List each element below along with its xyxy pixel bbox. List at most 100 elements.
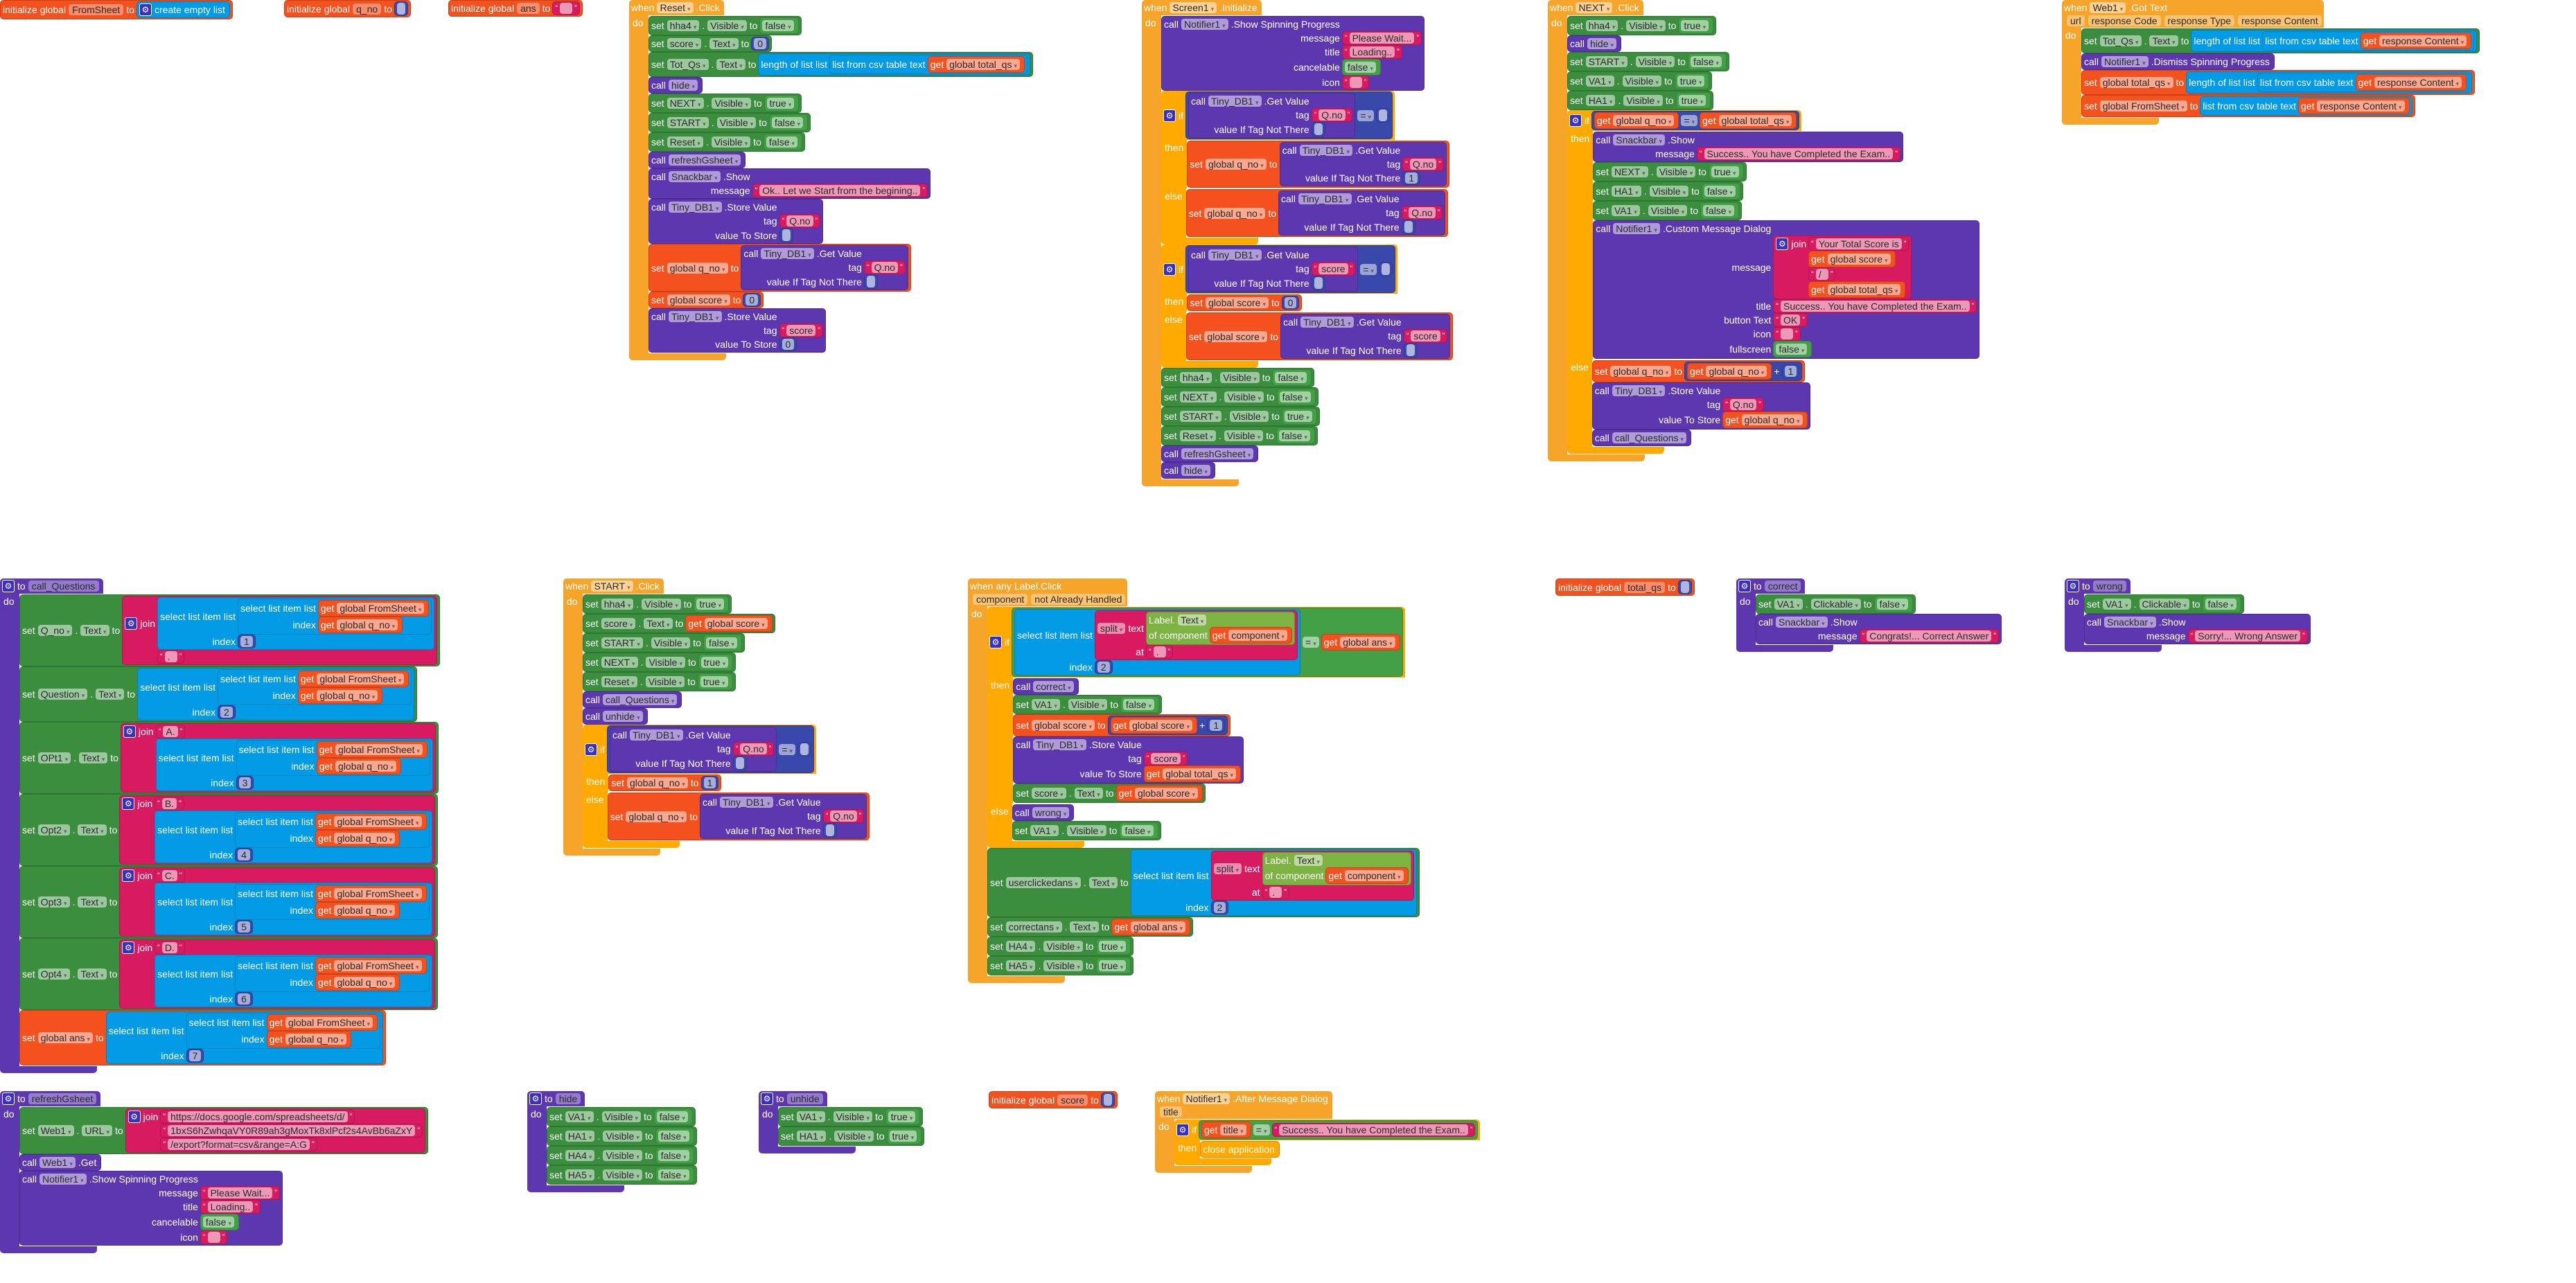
dropdown-field[interactable]: false▾ <box>705 637 738 648</box>
dropdown-field[interactable]: global q_no▾ <box>626 811 687 822</box>
number-block[interactable]: 2 <box>1210 901 1229 914</box>
dropdown-field[interactable]: Visible▾ <box>1648 205 1688 216</box>
dropdown-field[interactable]: false▾ <box>656 1111 688 1122</box>
gear-icon[interactable]: ⚙ <box>761 1092 773 1105</box>
dropdown-field[interactable]: userclickedans▾ <box>1005 877 1081 888</box>
dropdown-field[interactable]: HA1▾ <box>1585 95 1616 106</box>
text-literal-block[interactable]: “score” <box>1143 752 1188 766</box>
dropdown-field[interactable]: Visible▾ <box>651 637 691 648</box>
dropdown-field[interactable]: global FromSheet▾ <box>334 960 422 971</box>
logic-block[interactable]: false▾ <box>1341 59 1381 76</box>
empty-socket[interactable] <box>1311 276 1325 290</box>
dropdown-field[interactable]: global FromSheet▾ <box>334 888 422 899</box>
logic-block[interactable]: true▾ <box>886 1128 922 1144</box>
logic-block[interactable]: false▾ <box>763 134 803 150</box>
text-value[interactable]: Q.no <box>1318 109 1346 121</box>
dropdown-field[interactable]: hha4▾ <box>1585 20 1618 31</box>
name-field[interactable]: wrong <box>2092 581 2126 592</box>
dropdown-field[interactable]: Tot_Qs▾ <box>667 59 709 70</box>
text-value[interactable]: A. <box>163 726 178 737</box>
logic-block[interactable]: true▾ <box>1674 73 1710 89</box>
dropdown-field[interactable]: true▾ <box>889 1131 917 1142</box>
empty-socket[interactable] <box>1677 580 1692 594</box>
dropdown-field[interactable]: global score▾ <box>704 618 768 629</box>
text-literal-block[interactable]: “Your Total Score is ” <box>1808 237 1909 251</box>
text-value[interactable]: / <box>1815 269 1828 280</box>
dropdown-field[interactable]: Screen1▾ <box>1170 2 1217 13</box>
logic-block[interactable]: false▾ <box>1873 596 1913 612</box>
dropdown-field[interactable]: false▾ <box>1703 205 1735 216</box>
gear-icon[interactable]: ⚙ <box>1776 238 1789 250</box>
logic-block[interactable]: false▾ <box>768 114 809 131</box>
dropdown-field[interactable]: global q_no▾ <box>285 1034 346 1045</box>
text-value[interactable]: score <box>1151 753 1181 764</box>
logic-block[interactable]: false▾ <box>1700 202 1740 219</box>
dropdown-field[interactable]: true▾ <box>1681 20 1709 31</box>
dropdown-field[interactable]: Text▾ <box>79 752 108 763</box>
list-block[interactable]: ⚙create empty list <box>136 1 230 18</box>
ctrl-block[interactable]: close application <box>1200 1141 1280 1158</box>
text-literal-block[interactable]: “Q.no” <box>822 809 865 823</box>
text-value[interactable]: Q.no <box>871 262 898 273</box>
text-value[interactable]: Your Total Score is <box>1815 238 1902 249</box>
gear-icon[interactable]: ⚙ <box>127 1111 141 1123</box>
dropdown-field[interactable]: correctans▾ <box>1005 921 1062 932</box>
dropdown-field[interactable]: global score▾ <box>1827 254 1891 265</box>
dropdown-field[interactable]: Visible▾ <box>1649 186 1689 197</box>
dropdown-field[interactable]: global q_no▾ <box>337 619 398 630</box>
dropdown-field[interactable]: Visible▾ <box>1043 941 1083 952</box>
dropdown-field[interactable]: HA1▾ <box>565 1131 595 1142</box>
dropdown-field[interactable]: hide▾ <box>1587 38 1617 49</box>
dropdown-field[interactable]: global q_no▾ <box>317 690 378 701</box>
dropdown-field[interactable]: HA1▾ <box>1611 186 1641 197</box>
number-value[interactable]: 2 <box>1097 662 1110 673</box>
gear-icon[interactable]: ⚙ <box>2 1092 15 1105</box>
text-literal-block[interactable]: “Q.no” <box>1311 108 1353 122</box>
dropdown-field[interactable]: score▾ <box>1031 788 1066 799</box>
dropdown-field[interactable]: global total_qs▾ <box>2099 77 2173 88</box>
dropdown-field[interactable]: global ans▾ <box>1340 637 1395 648</box>
dropdown-field[interactable]: true▾ <box>1711 166 1739 177</box>
dropdown-field[interactable]: Visible▾ <box>645 676 685 687</box>
empty-socket[interactable] <box>1401 220 1415 234</box>
dropdown-field[interactable]: global ans▾ <box>1130 921 1186 932</box>
text-literal-block[interactable]: “D.” <box>155 941 185 955</box>
